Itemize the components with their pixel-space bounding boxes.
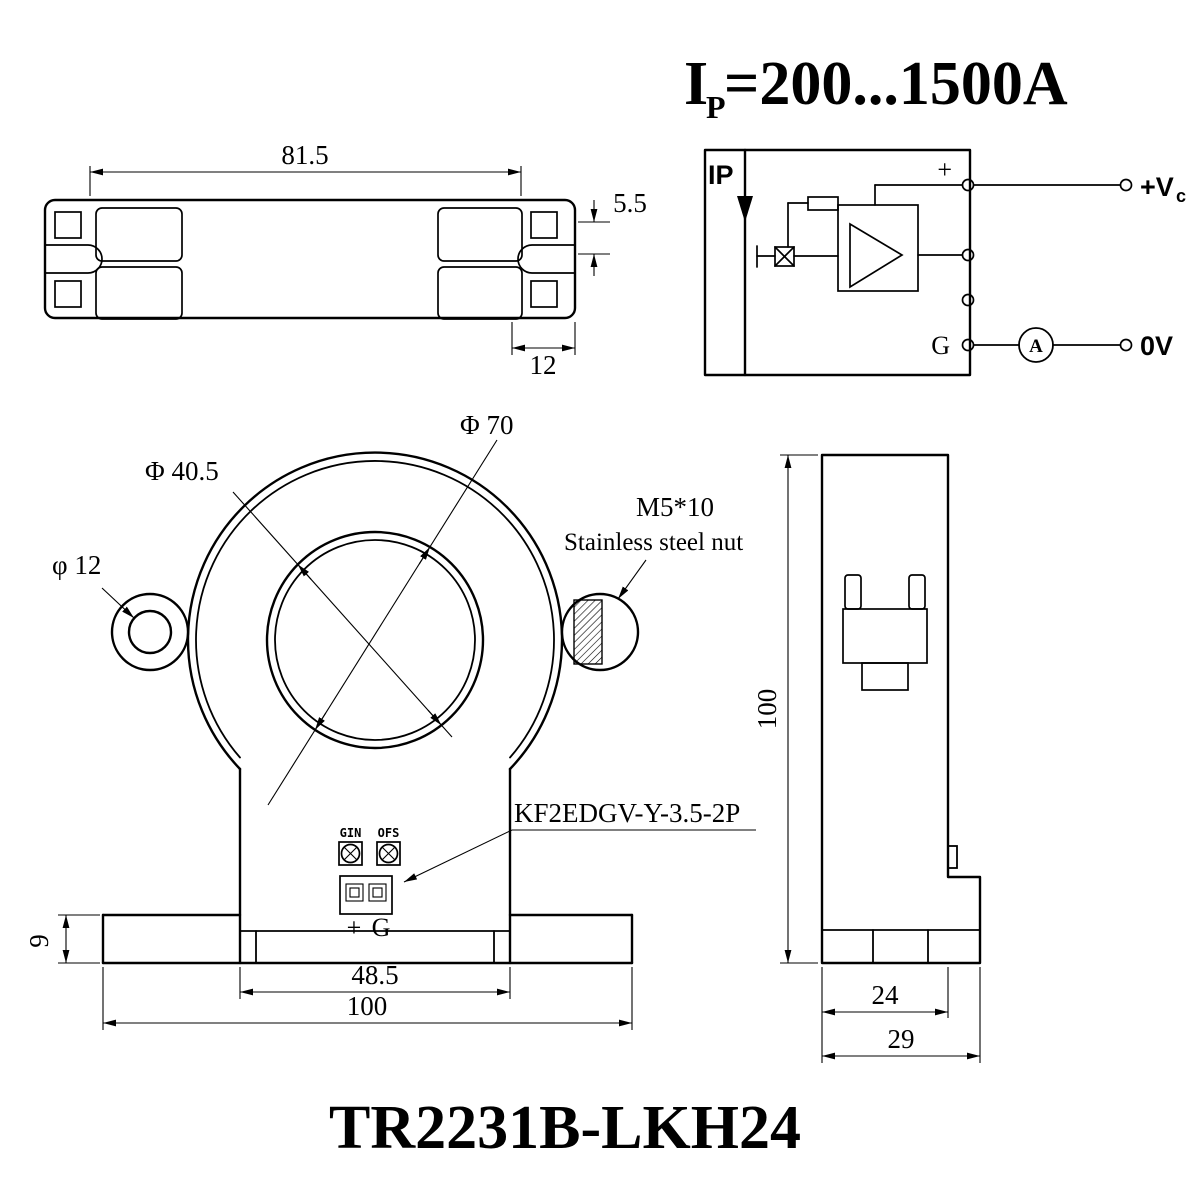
circuit-diagram: IP + G +V c A 0V bbox=[703, 148, 1186, 377]
end-notch bbox=[517, 244, 576, 274]
ammeter-label: A bbox=[1029, 336, 1043, 357]
clip-body bbox=[842, 608, 928, 664]
ip-label: IP bbox=[708, 160, 734, 190]
terminal-pin bbox=[345, 883, 364, 902]
terminal-g-label: G bbox=[372, 913, 391, 942]
vc-label: +V bbox=[1140, 172, 1174, 202]
current-arrow-icon bbox=[737, 196, 753, 222]
nut-spec-label: M5*10 bbox=[636, 492, 714, 522]
front-view: GIN OFS + G Φ 70 Φ 40.5 φ 12 M5*10 Stain… bbox=[24, 410, 756, 1030]
dim-phi12-label: φ 12 bbox=[52, 550, 101, 580]
terminal-block bbox=[339, 875, 393, 915]
vc-label-subscript: c bbox=[1176, 186, 1186, 206]
terminal-pin-inner bbox=[372, 887, 383, 898]
vc-node bbox=[1119, 178, 1133, 192]
side-nub bbox=[947, 845, 958, 869]
dia-leader bbox=[232, 491, 453, 738]
side-outline bbox=[820, 453, 982, 965]
terminal-mid bbox=[961, 293, 975, 307]
page-title: TR2231B-LKH24 bbox=[329, 1094, 801, 1162]
trimmer-gin bbox=[338, 841, 363, 866]
trimmer-cross bbox=[381, 846, 396, 861]
clip-prong bbox=[908, 574, 926, 610]
dia-arrow bbox=[314, 712, 327, 731]
dim-phi405-label: Φ 40.5 bbox=[145, 456, 219, 486]
ofs-label: OFS bbox=[378, 826, 400, 840]
terminal-plus-label: + bbox=[347, 913, 362, 942]
mounting-slot bbox=[95, 207, 183, 262]
trimmer-ofs bbox=[376, 841, 401, 866]
gin-label: GIN bbox=[340, 826, 362, 840]
connector-model-label: KF2EDGV-Y-3.5-2P bbox=[514, 798, 740, 828]
left-ear bbox=[110, 592, 190, 672]
mounting-slot bbox=[437, 266, 523, 320]
dia-leader bbox=[267, 439, 498, 806]
toroid-outer bbox=[186, 451, 564, 771]
mounting-hole bbox=[54, 280, 82, 308]
clip-foot bbox=[861, 662, 909, 691]
terminal-pin-inner bbox=[349, 887, 360, 898]
rating-value: =200...1500A bbox=[724, 50, 1068, 118]
leader-line bbox=[101, 587, 135, 619]
clip-prong bbox=[844, 574, 862, 610]
top-view-outline bbox=[43, 198, 577, 320]
mounting-hole bbox=[54, 211, 82, 239]
terminal-plus bbox=[961, 178, 975, 192]
side-view: 100 24 29 bbox=[752, 453, 982, 1063]
dia-arrow bbox=[427, 709, 442, 726]
aperture-outer bbox=[265, 530, 485, 750]
plus-label: + bbox=[937, 155, 952, 184]
terminal-mid bbox=[961, 248, 975, 262]
mounting-slot bbox=[95, 266, 183, 320]
aperture-inner bbox=[274, 539, 476, 741]
nut-hatch bbox=[573, 599, 603, 665]
mounting-slot bbox=[437, 207, 523, 262]
amplifier-block bbox=[837, 204, 919, 292]
dim-height-label: 100 bbox=[752, 689, 782, 730]
ear-hole bbox=[127, 609, 173, 655]
rating-title: I P =200...1500A bbox=[684, 50, 1068, 125]
mounting-hole bbox=[530, 280, 558, 308]
rating-p-subscript: P bbox=[706, 89, 726, 125]
dim-width-label: 81.5 bbox=[281, 140, 328, 170]
dia-arrow bbox=[297, 564, 312, 580]
g-label: G bbox=[931, 331, 950, 360]
mounting-hole bbox=[530, 211, 558, 239]
leader-line bbox=[403, 829, 513, 883]
toroid-outer-inner-line bbox=[195, 460, 555, 759]
hall-element-cross bbox=[774, 246, 795, 267]
dim-foot-label: 9 bbox=[24, 934, 54, 948]
opamp-icon bbox=[849, 222, 904, 289]
dim-body-label: 24 bbox=[872, 980, 900, 1010]
trimmer-screw-icon bbox=[340, 843, 361, 864]
dim-thickness-label: 5.5 bbox=[613, 188, 647, 218]
terminal-g bbox=[961, 338, 975, 352]
end-notch bbox=[44, 244, 103, 274]
terminal-pin bbox=[368, 883, 387, 902]
dim-phi70-label: Φ 70 bbox=[460, 410, 514, 440]
dim-base-label: 100 bbox=[347, 991, 388, 1021]
trimmer-screw-icon bbox=[378, 843, 399, 864]
circuit-box bbox=[703, 148, 972, 377]
dia-arrow bbox=[418, 546, 431, 565]
dim-slot-label: 48.5 bbox=[351, 960, 398, 990]
trimmer-cross bbox=[343, 846, 358, 861]
leader-line bbox=[617, 559, 647, 600]
nut-desc-label: Stainless steel nut bbox=[564, 529, 743, 556]
resistor-icon bbox=[807, 196, 839, 211]
dim-tab-label: 12 bbox=[530, 350, 557, 380]
ov-node bbox=[1119, 338, 1133, 352]
ov-label: 0V bbox=[1140, 331, 1173, 361]
top-view: 81.5 5.5 12 bbox=[43, 140, 647, 380]
dim-total-label: 29 bbox=[888, 1024, 915, 1054]
rating-i: I bbox=[684, 50, 708, 118]
